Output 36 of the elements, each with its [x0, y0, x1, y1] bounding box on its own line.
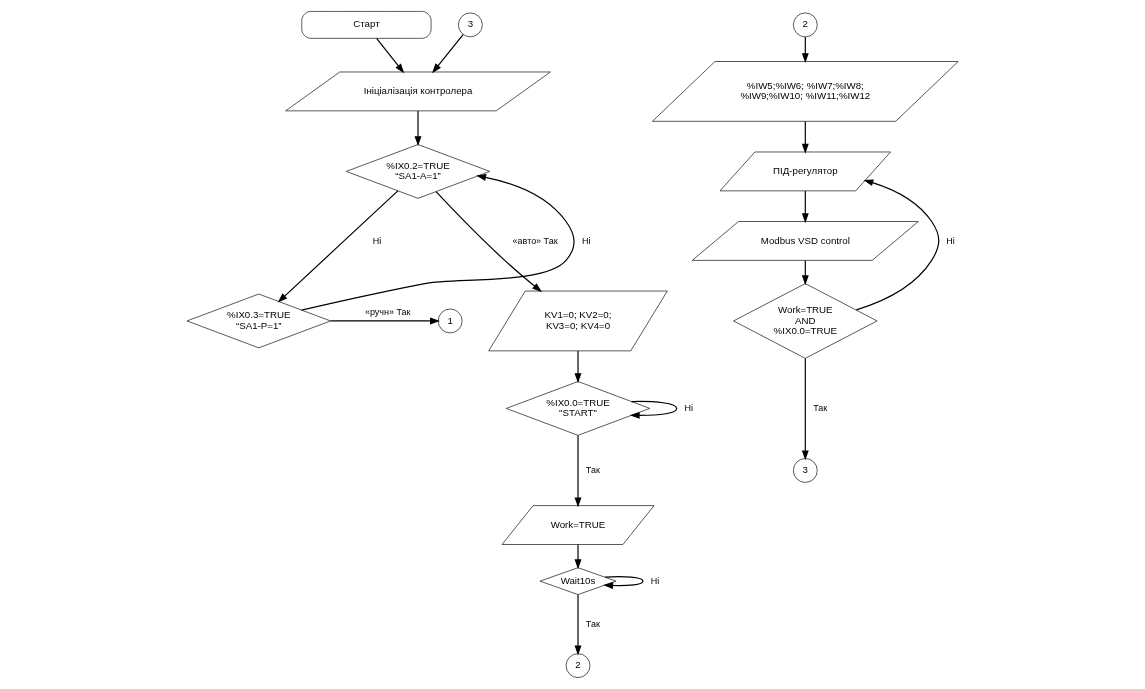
arrow	[801, 357, 809, 461]
edge-label: Так	[585, 465, 600, 476]
arrow	[574, 594, 582, 656]
edge-label: Так	[813, 403, 828, 414]
arrow	[432, 34, 464, 74]
arrow	[855, 179, 940, 311]
edge-label: «авто» Так	[512, 235, 558, 246]
node-diamond: %IX0.0=TRUE "START"	[505, 381, 651, 436]
node-box: Старт	[301, 11, 432, 39]
arrow	[629, 400, 678, 419]
edge-label: Ні	[582, 235, 591, 246]
edge-label: Так	[585, 618, 600, 629]
arrow	[414, 110, 422, 147]
arrow	[801, 190, 809, 224]
edge-label: Ні	[684, 403, 694, 414]
node-circle: 2	[792, 12, 818, 38]
edge-label: Ні	[650, 575, 660, 586]
edge-label: Ні	[372, 235, 382, 246]
edge-label: Ні	[946, 235, 955, 246]
arrow	[574, 544, 582, 570]
node-diamond: Work=TRUE AND %IX0.0=TRUE	[733, 283, 878, 359]
arrow	[329, 317, 440, 325]
arrow	[603, 576, 644, 589]
node-circle: 1	[437, 308, 463, 334]
arrow	[574, 350, 582, 384]
arrow	[801, 120, 809, 154]
arrow	[574, 435, 582, 508]
node-circle: 3	[792, 458, 818, 483]
node-diamond: %IX0.2=TRUE “SA1-A=1”	[345, 144, 491, 199]
arrow	[435, 191, 543, 293]
node-circle: 3	[458, 12, 483, 38]
arrow	[301, 174, 575, 311]
arrow	[277, 190, 399, 303]
edge-label: «ручн» Так	[364, 307, 411, 318]
arrow	[376, 37, 405, 74]
node-circle: 2	[565, 653, 591, 678]
